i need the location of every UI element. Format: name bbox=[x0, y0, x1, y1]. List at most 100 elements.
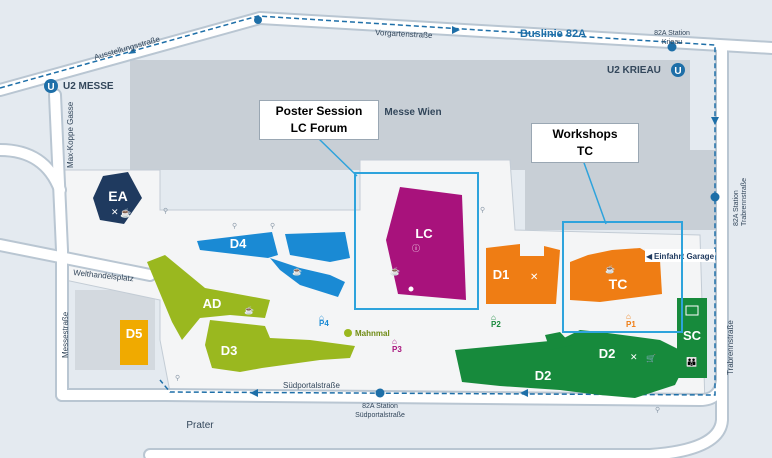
parking-p2-label: P2 bbox=[491, 320, 501, 329]
lc-callout-frame bbox=[354, 172, 479, 310]
building-d2-north-shape bbox=[545, 332, 572, 350]
building-d3[interactable]: D3 bbox=[205, 320, 355, 372]
building-d4[interactable]: D4 ☕ bbox=[197, 232, 350, 297]
parking-p2[interactable]: ⌂ P2 bbox=[491, 313, 501, 329]
building-d2-shape bbox=[455, 330, 690, 398]
u-symbol: U bbox=[674, 66, 681, 77]
workshops-location: TC bbox=[577, 144, 593, 158]
station-trabrenn-line2: Trabrennstraße bbox=[741, 178, 748, 226]
building-lc-shape bbox=[386, 187, 466, 300]
building-d1[interactable]: D1 ✕ bbox=[486, 244, 560, 304]
garage-arrow-icon: ◀ bbox=[646, 252, 653, 261]
parking-p1-label: P1 bbox=[626, 320, 636, 329]
einfahrt-garage-label: Einfahrt Garage bbox=[654, 252, 715, 261]
street-max-koppe-gasse: Max-Koppe Gasse bbox=[66, 101, 75, 168]
building-d2-label: D2 bbox=[599, 346, 616, 361]
d2-cart-icon: 🛒 bbox=[646, 353, 656, 363]
u2-krieau-marker[interactable]: U bbox=[671, 63, 685, 77]
building-d1-shape bbox=[486, 244, 560, 304]
ea-cafe-icon: ☕ bbox=[120, 207, 131, 218]
parking-roof-icon: ⌂ bbox=[626, 312, 631, 321]
sc-people-icon: 👪 bbox=[686, 356, 697, 367]
u2-messe-marker[interactable]: U bbox=[44, 79, 58, 93]
bus-stop-suedportalstrasse[interactable] bbox=[375, 388, 385, 398]
building-ad[interactable]: AD ☕ bbox=[147, 255, 270, 340]
lc-info-icon: ⓘ bbox=[412, 244, 420, 253]
building-lc[interactable]: LC ⓘ ☕ bbox=[386, 187, 466, 300]
sc-grid-icon bbox=[685, 305, 699, 316]
station-sued-line2: Südportalstraße bbox=[355, 412, 405, 419]
station-krieau-line1: 82A Station bbox=[654, 30, 690, 37]
building-d2-south-label: D2 bbox=[535, 368, 552, 383]
poster-session-title: Poster Session bbox=[275, 104, 363, 118]
u-bahn-icon bbox=[44, 79, 58, 93]
bike-icon: ⚲ bbox=[270, 222, 275, 230]
parking-p3-label: P3 bbox=[392, 345, 402, 354]
bus-stop-vorgarten bbox=[254, 16, 262, 24]
lc-cafe-icon: ☕ bbox=[390, 266, 400, 276]
bus-stop-trabrennstrasse[interactable] bbox=[710, 192, 720, 202]
building-d5-shape bbox=[120, 320, 148, 365]
street-vorgartenstrasse: Vorgartenstraße bbox=[375, 28, 433, 40]
tc-callout-leader bbox=[582, 159, 607, 225]
building-ea[interactable]: EA ✕ ☕ bbox=[93, 172, 142, 224]
workshops-callout[interactable]: Workshops TC bbox=[531, 123, 639, 163]
building-tc[interactable]: TC ☕ bbox=[570, 248, 662, 302]
building-d4-south-shape bbox=[270, 258, 345, 297]
d2-cutlery-icon: ✕ bbox=[630, 352, 638, 362]
building-d5-label: D5 bbox=[126, 326, 143, 341]
poster-session-callout[interactable]: Poster Session LC Forum bbox=[259, 100, 379, 140]
bike-icon: ⚲ bbox=[175, 374, 180, 382]
bus-stop-krieau[interactable] bbox=[667, 42, 677, 52]
einfahrt-garage-bg bbox=[645, 249, 715, 262]
route-arrows bbox=[128, 26, 719, 397]
route-arrow-1 bbox=[128, 48, 136, 54]
bike-icon: ⚲ bbox=[655, 406, 660, 414]
poster-session-location: LC Forum bbox=[290, 121, 348, 135]
exhibition-hall-east bbox=[525, 150, 725, 230]
route-arrow-2 bbox=[452, 26, 460, 34]
street-trabrennstrasse: Trabrennstraße bbox=[726, 320, 735, 375]
lc-entrance-dot bbox=[407, 285, 415, 293]
route-arrow-5 bbox=[250, 389, 258, 397]
building-ad-shape bbox=[147, 255, 270, 340]
parking-roof-icon: ⌂ bbox=[491, 313, 496, 322]
building-tc-label: TC bbox=[609, 276, 628, 292]
bike-icon: ⚲ bbox=[480, 206, 485, 214]
workshops-title: Workshops bbox=[552, 127, 618, 141]
building-d4-shape bbox=[197, 232, 278, 258]
building-d3-label: D3 bbox=[221, 343, 238, 358]
route-arrow-4 bbox=[520, 389, 528, 397]
ea-cross-icon: ✕ bbox=[111, 207, 119, 217]
mahnmal-label: Mahnmal bbox=[355, 329, 390, 338]
ad-cafe-icon: ☕ bbox=[244, 305, 254, 315]
d1-cutlery-icon: ✕ bbox=[530, 272, 538, 283]
d4-cafe-icon: ☕ bbox=[292, 266, 302, 276]
building-ea-shape bbox=[93, 172, 142, 224]
u-symbol: U bbox=[47, 82, 54, 93]
bus-line-label: Buslinie 82A bbox=[520, 28, 586, 40]
parking-p3[interactable]: ⌂ P3 bbox=[392, 337, 402, 354]
mahnmal-marker[interactable]: Mahnmal bbox=[344, 329, 390, 338]
building-sc-label: SC bbox=[683, 328, 702, 343]
parking-p1[interactable]: ⌂ P1 bbox=[626, 312, 636, 329]
station-sued-line1: 82A Station bbox=[362, 403, 398, 410]
bike-icons: ⚲ ⚲ ⚲ ⚲ ⚲ ⚲ bbox=[163, 206, 660, 414]
bike-icon: ⚲ bbox=[232, 222, 237, 230]
building-tc-shape bbox=[570, 248, 662, 302]
route-arrow-3 bbox=[711, 117, 719, 125]
einfahrt-garage-sign[interactable]: ◀ Einfahrt Garage bbox=[645, 249, 715, 262]
building-d5[interactable]: D5 bbox=[120, 320, 148, 365]
parking-p4-label: P4 bbox=[319, 319, 329, 328]
building-ea-label: EA bbox=[108, 188, 127, 204]
prater-label: Prater bbox=[186, 420, 214, 431]
street-messestrasse: Messestraße bbox=[61, 311, 70, 358]
tc-callout-frame bbox=[562, 221, 683, 333]
building-d1-label: D1 bbox=[493, 267, 510, 282]
parking-p4[interactable]: ⌂ P4 bbox=[319, 313, 329, 328]
mahnmal-dot bbox=[344, 329, 352, 337]
street-suedportalstrasse: Südportalstraße bbox=[283, 381, 340, 390]
building-d2[interactable]: D2 D2 ✕ 🛒 bbox=[455, 330, 690, 398]
messe-wien-label: Messe Wien bbox=[384, 107, 441, 118]
